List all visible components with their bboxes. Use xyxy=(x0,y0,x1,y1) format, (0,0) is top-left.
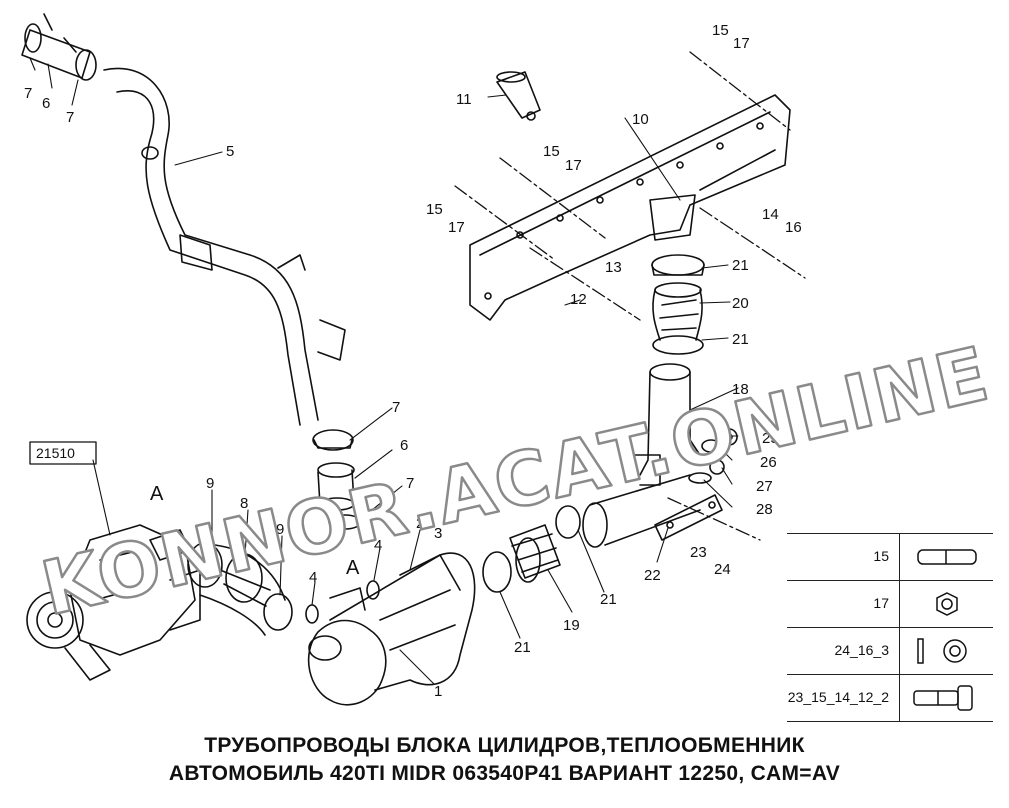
heat-exchanger xyxy=(307,552,476,706)
leader-lines xyxy=(29,57,739,685)
pipe-18 xyxy=(634,363,701,486)
hose-6 xyxy=(312,429,362,530)
stud-bolt-icon xyxy=(899,534,994,580)
callout-9: 9 xyxy=(276,521,284,538)
hose-clamp-upper xyxy=(21,13,97,81)
legend-code: 24_16_3 xyxy=(834,642,889,658)
bellows-20 xyxy=(651,254,705,355)
view-marker-a: A xyxy=(346,557,360,579)
pipe-22 xyxy=(582,474,723,548)
callout-4: 4 xyxy=(374,537,382,554)
hex-nut-icon xyxy=(899,581,994,627)
callout-20: 20 xyxy=(732,295,749,312)
section-lines xyxy=(454,51,806,541)
callout-21: 21 xyxy=(600,591,617,608)
legend-row: 15 xyxy=(787,533,993,580)
callout-7: 7 xyxy=(392,399,400,416)
callout-24: 24 xyxy=(714,561,731,578)
vehicle-subtitle: АВТОМОБИЛЬ 420TI MIDR 063540P41 ВАРИАНТ … xyxy=(168,762,841,785)
legend-row: 17 xyxy=(787,580,993,627)
bolt-icon xyxy=(899,675,994,721)
callout-16: 16 xyxy=(785,219,802,236)
diagram-title: ТРУБОПРОВОДЫ БЛОКА ЦИЛИДРОВ,ТЕПЛООБМЕННИ… xyxy=(204,734,805,757)
manifold xyxy=(469,94,791,321)
callout-7: 7 xyxy=(66,109,74,126)
callout-28: 28 xyxy=(756,501,773,518)
upper-pipe xyxy=(103,67,346,426)
callout-27: 27 xyxy=(756,478,773,495)
o-ring-4a xyxy=(305,604,319,624)
callout-8: 8 xyxy=(240,495,248,512)
legend-code: 23_15_14_12_2 xyxy=(787,689,889,705)
callout-17: 17 xyxy=(448,219,465,236)
legend-code: 15 xyxy=(873,548,889,564)
callout-26: 26 xyxy=(760,454,777,471)
reference-box: 21510 xyxy=(29,441,97,465)
bellows-19 xyxy=(482,505,581,593)
legend-code: 17 xyxy=(873,595,889,611)
fittings-25-28 xyxy=(688,428,738,484)
callout-10: 10 xyxy=(632,111,649,128)
reference-number: 21510 xyxy=(36,445,75,461)
callout-23: 23 xyxy=(690,544,707,561)
callout-6: 6 xyxy=(42,95,50,112)
callout-7: 7 xyxy=(24,85,32,102)
callout-17: 17 xyxy=(565,157,582,174)
view-marker-a: A xyxy=(150,483,164,505)
legend-row: 23_15_14_12_2 xyxy=(787,674,993,722)
callout-19: 19 xyxy=(563,617,580,634)
callout-9: 9 xyxy=(206,475,214,492)
callout-17: 17 xyxy=(733,35,750,52)
callout-13: 13 xyxy=(605,259,622,276)
callout-11: 11 xyxy=(456,91,472,108)
washer-icon xyxy=(899,628,994,674)
hose-8 xyxy=(187,542,293,636)
legend-row: 24_16_3 xyxy=(787,627,993,674)
callout-25: 25 xyxy=(762,430,779,447)
callout-15: 15 xyxy=(426,201,443,218)
callout-3: 3 xyxy=(434,525,442,542)
callout-22: 22 xyxy=(644,567,661,584)
callout-21: 21 xyxy=(514,639,531,656)
callout-4: 4 xyxy=(309,569,317,586)
callout-5: 5 xyxy=(226,143,234,160)
callout-21: 21 xyxy=(732,331,749,348)
plug-11 xyxy=(496,71,541,121)
callout-7: 7 xyxy=(406,475,414,492)
callout-15: 15 xyxy=(543,143,560,160)
callout-6: 6 xyxy=(400,437,408,454)
coolant-pump xyxy=(26,524,201,681)
callout-21: 21 xyxy=(732,257,749,274)
fastener-legend: 15 17 24_16_3 23_15_14_12_2 xyxy=(787,533,993,722)
callout-15: 15 xyxy=(712,22,729,39)
callout-12: 12 xyxy=(570,291,587,308)
callout-2: 2 xyxy=(416,515,424,532)
o-ring-4b xyxy=(366,580,380,600)
callout-18: 18 xyxy=(732,381,749,398)
callout-1: 1 xyxy=(434,683,442,700)
callout-14: 14 xyxy=(762,206,779,223)
